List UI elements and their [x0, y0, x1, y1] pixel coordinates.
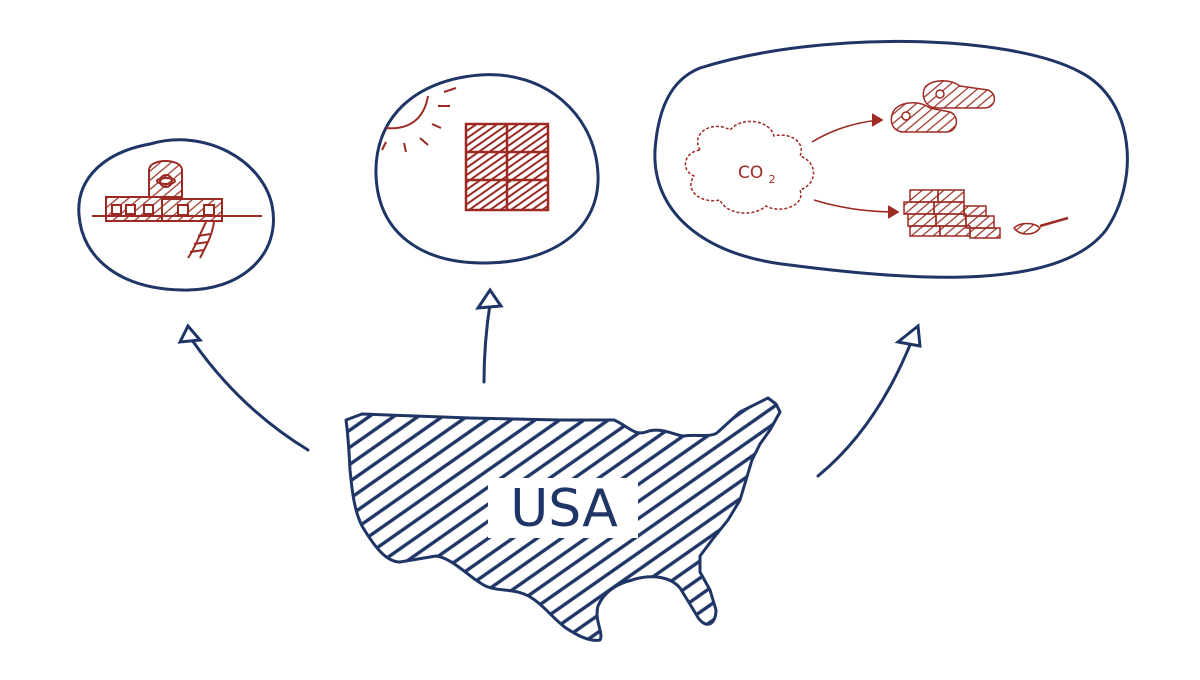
co2-cloud-icon: CO 2: [684, 120, 815, 214]
co2-gas-label: CO: [738, 163, 763, 183]
bubble-co2: CO 2: [653, 39, 1129, 279]
usa-label-plate: [488, 478, 638, 538]
arrow-middle: [475, 287, 504, 384]
co2-arrows: [811, 113, 900, 219]
arrows-from-usa: [177, 287, 922, 478]
bubble-nuclear: [77, 138, 275, 292]
co2-label: CO 2: [738, 163, 776, 186]
sun-icon: [381, 87, 457, 153]
arrow-to-shoes: [811, 119, 881, 143]
shoes-icon: [890, 80, 996, 133]
arrow-left: [177, 323, 310, 452]
arrow-to-bricks: [813, 199, 897, 213]
bubble-nuclear-outline: [77, 138, 275, 292]
trowel-icon: [1013, 216, 1069, 235]
bubble-co2-outline: [653, 39, 1129, 279]
usa-label: USA: [510, 479, 618, 539]
solar-panel-icon: [464, 122, 550, 212]
co2-subscript: 2: [769, 173, 776, 186]
bricks-icon: [903, 189, 1001, 239]
nuclear-power-plant-icon: [92, 160, 262, 259]
usa-map: USA: [344, 396, 782, 642]
arrow-right: [816, 323, 922, 478]
bubble-solar: [374, 73, 600, 265]
